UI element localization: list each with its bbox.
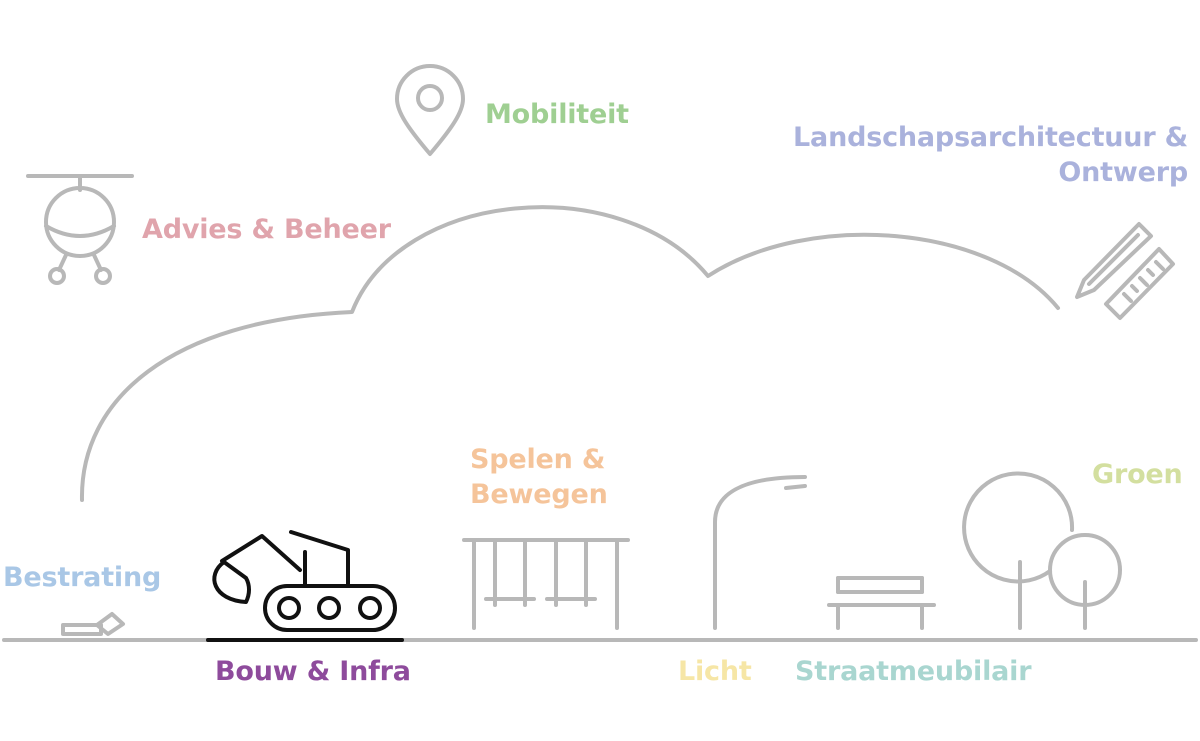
label-mobiliteit[interactable]: Mobiliteit — [485, 97, 629, 132]
label-bestrating[interactable]: Bestrating — [3, 560, 161, 595]
label-landschap-line2: Ontwerp — [1058, 157, 1188, 188]
label-spelen-line1: Spelen & — [470, 444, 606, 475]
street-lamp-icon[interactable] — [713, 475, 807, 630]
label-licht[interactable]: Licht — [678, 654, 752, 689]
label-bouw-infra[interactable]: Bouw & Infra — [215, 654, 411, 689]
label-groen[interactable]: Groen — [1092, 457, 1183, 492]
label-landschap-line1: Landschapsarchitectuur & — [793, 122, 1188, 153]
label-spelen-line2: Bewegen — [470, 479, 608, 510]
label-spelen-bewegen[interactable]: Spelen & Bewegen — [470, 442, 608, 512]
label-advies-beheer-text: Advies & Beheer — [142, 214, 391, 245]
label-licht-text: Licht — [678, 656, 752, 687]
trees-icon[interactable] — [962, 471, 1122, 630]
excavator-icon[interactable] — [206, 530, 404, 642]
paving-stones-icon[interactable] — [61, 612, 125, 636]
label-advies-beheer[interactable]: Advies & Beheer — [142, 212, 391, 247]
pencil-ruler-icon[interactable] — [1075, 222, 1175, 320]
helicopter-icon[interactable] — [26, 174, 134, 285]
label-groen-text: Groen — [1092, 459, 1183, 490]
label-bouw-infra-text: Bouw & Infra — [215, 656, 411, 687]
cloud-outline — [79, 205, 1060, 502]
label-landschap[interactable]: Landschapsarchitectuur & Ontwerp — [793, 120, 1188, 190]
bench-icon[interactable] — [827, 576, 936, 630]
label-straatmeubilair-text: Straatmeubilair — [795, 656, 1032, 687]
label-straatmeubilair[interactable]: Straatmeubilair — [795, 654, 1032, 689]
label-mobiliteit-text: Mobiliteit — [485, 99, 629, 130]
map-pin-icon[interactable] — [395, 64, 465, 156]
label-bestrating-text: Bestrating — [3, 562, 162, 593]
playground-frame-icon[interactable] — [462, 538, 630, 630]
